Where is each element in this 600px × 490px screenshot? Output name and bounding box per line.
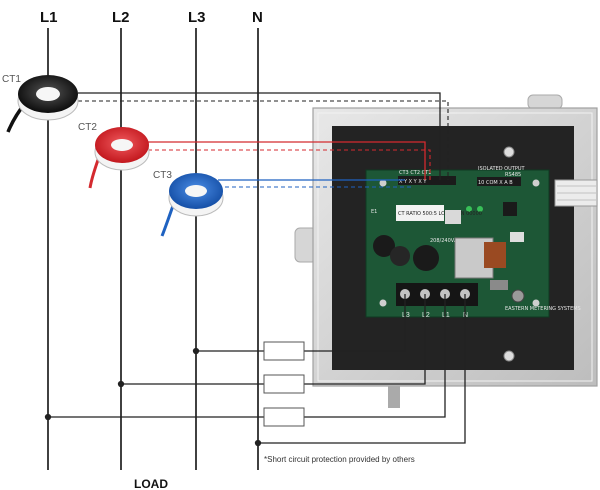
junction-dot xyxy=(254,439,262,447)
junction-dot xyxy=(117,380,125,388)
relay xyxy=(484,242,506,268)
enclosure-rim xyxy=(317,112,593,382)
voltage-wiring xyxy=(44,294,466,447)
rs485-terminal-block xyxy=(477,177,521,186)
rs485-title: ISOLATED OUTPUT xyxy=(478,166,525,172)
wire-n xyxy=(258,294,466,444)
mounting-tab-top xyxy=(527,94,563,110)
meter-circuit-board: CT3 CT2 CT1 X Y X Y X Y ISOLATED OUTPUT … xyxy=(365,146,581,362)
status-led xyxy=(466,206,472,212)
conduit-nipple xyxy=(388,386,400,408)
ct3-label: CT3 xyxy=(153,170,172,181)
pcb-screw xyxy=(532,179,540,187)
ct-pin-labels: X Y X Y X Y xyxy=(399,179,427,185)
ct2-hole xyxy=(111,139,133,151)
component xyxy=(510,232,524,242)
model-sticker: E1 xyxy=(371,209,377,215)
ct3-hole xyxy=(185,185,207,197)
bus-label-n: N xyxy=(252,9,263,26)
junction-dot xyxy=(192,347,200,355)
serial-text: CT RATIO 500:5 LOREM SN 00000 xyxy=(398,211,482,217)
manufacturer-text: EASTERN METERING SYSTEMS xyxy=(505,306,581,312)
pcb-screw xyxy=(379,179,387,187)
voltage-label: 208/240VAC xyxy=(430,238,461,244)
status-led xyxy=(477,206,483,212)
voltage-terminal-block xyxy=(396,283,478,306)
capacitor xyxy=(390,246,410,266)
enclosure-screw xyxy=(503,146,515,158)
component xyxy=(490,280,508,290)
ct1-lead-solid xyxy=(78,92,441,180)
rs485-pin-labels: 10 COM X A B xyxy=(478,180,513,186)
ic-chip xyxy=(503,202,517,216)
ct-header-label: CT3 CT2 CT1 xyxy=(399,170,431,176)
ct2-lead-solid xyxy=(148,141,426,180)
ct-input-header xyxy=(398,176,456,185)
junction-dot xyxy=(44,413,52,421)
capacitor xyxy=(511,289,525,303)
serial-sticker xyxy=(396,205,444,221)
capacitor xyxy=(413,245,439,271)
rs485-label: RS485 xyxy=(505,172,521,178)
fuse-l3 xyxy=(263,341,305,361)
ct1-hole xyxy=(36,87,60,101)
ct2-lead-dashed xyxy=(148,149,431,180)
pcb-screw xyxy=(379,299,387,307)
ct1: CT1 xyxy=(2,74,79,133)
terminal-label-l3: L3 xyxy=(402,312,410,319)
pcb-screw xyxy=(532,299,540,307)
wire-l1 xyxy=(48,294,446,418)
fuse-l1 xyxy=(263,407,305,427)
terminal-label-l1: L1 xyxy=(442,312,450,319)
ct1-lead-dashed xyxy=(78,100,449,180)
bus-label-l1: L1 xyxy=(40,9,58,26)
ct2-label: CT2 xyxy=(78,122,97,133)
ct3: CT3 xyxy=(153,170,224,237)
fuse-l2 xyxy=(263,374,305,394)
bus-label-l3: L3 xyxy=(188,9,206,26)
wire-l2 xyxy=(121,294,426,385)
short-circuit-note: *Short circuit protection provided by ot… xyxy=(264,455,415,464)
ct2: CT2 xyxy=(78,122,150,189)
bus-label-l2: L2 xyxy=(112,9,130,26)
power-buses: L1 L2 L3 N xyxy=(40,9,263,470)
ct1-label: CT1 xyxy=(2,74,21,85)
ct-lead-wires xyxy=(78,92,449,188)
component xyxy=(445,210,461,224)
terminal-label-l2: L2 xyxy=(422,312,430,319)
load-label: LOAD xyxy=(134,477,168,490)
capacitor xyxy=(373,235,395,257)
enclosure-screw xyxy=(503,350,515,362)
